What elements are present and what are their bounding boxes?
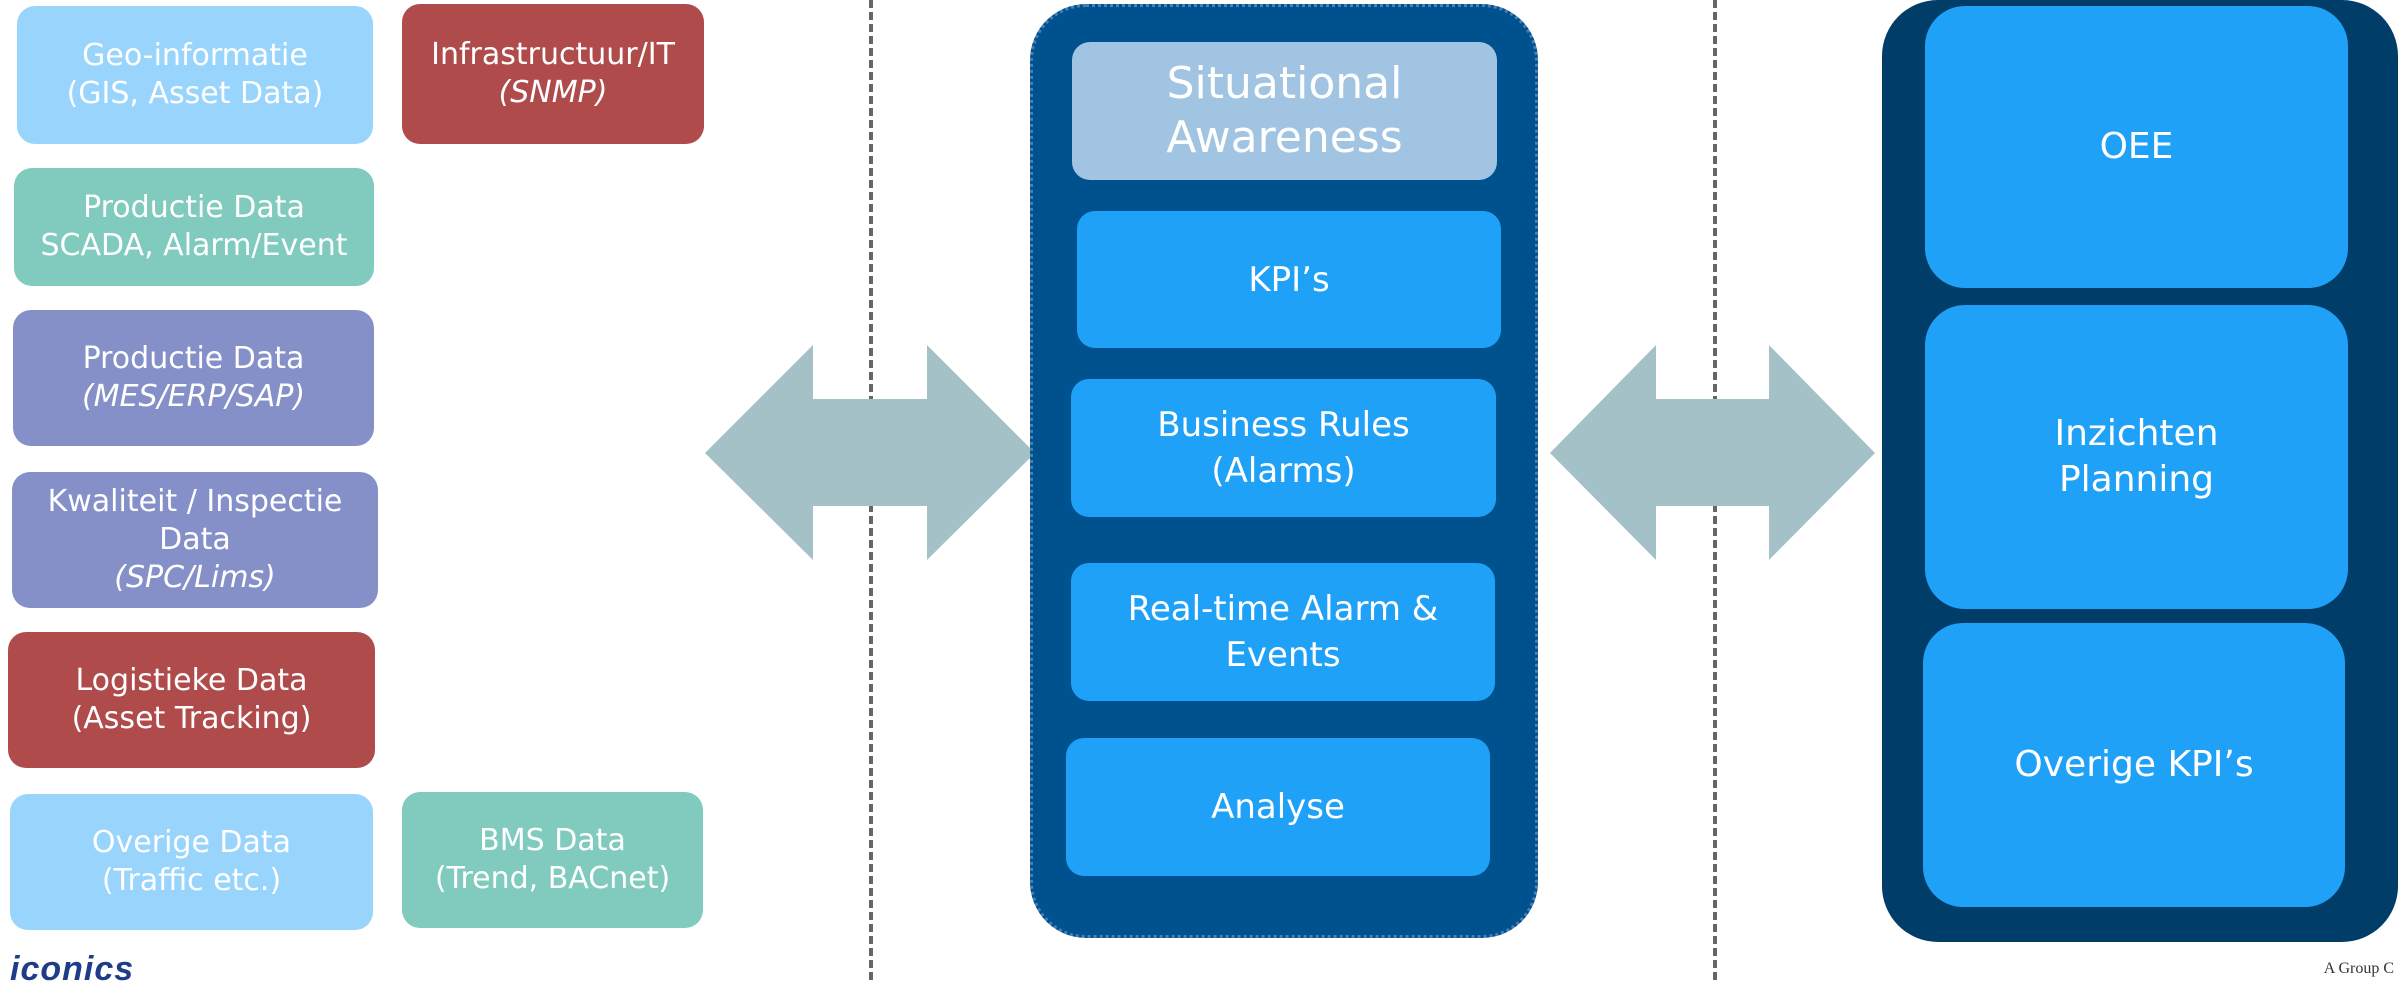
source-kwaliteit-title: Kwaliteit / Inspectie (47, 484, 343, 519)
situational-line1: Situational (1166, 58, 1403, 109)
source-overige-sub: (Traffic etc.) (101, 863, 282, 898)
source-productie-scada-title: Productie Data (83, 190, 305, 225)
source-overige-title: Overige Data (91, 825, 292, 860)
inzichten-line2: Planning (2058, 459, 2215, 500)
business-rules-title: Business Rules (1157, 405, 1410, 445)
source-kwaliteit: Kwaliteit / Inspectie Data (SPC/Lims) (12, 472, 378, 608)
realtime-line2: Events (1225, 635, 1341, 675)
source-logistiek: Logistieke Data (Asset Tracking) (8, 632, 375, 768)
source-infra-sub: (SNMP) (498, 75, 608, 110)
analyse-label: Analyse (1211, 787, 1345, 827)
source-logistiek-title: Logistieke Data (75, 663, 308, 698)
source-overige: Overige Data (Traffic etc.) (10, 794, 373, 930)
source-productie-mes: Productie Data (MES/ERP/SAP) (13, 310, 374, 446)
source-kwaliteit-data: Data (159, 522, 231, 557)
analyse-box: Analyse (1066, 738, 1490, 876)
source-productie-scada: Productie Data SCADA, Alarm/Event (14, 168, 374, 286)
source-geo-title: Geo-informatie (82, 38, 308, 73)
double-arrow-left-icon (705, 345, 1035, 560)
source-productie-mes-sub: (MES/ERP/SAP) (81, 379, 306, 414)
kpis-box: KPI’s (1077, 211, 1501, 348)
realtime-alarm-box: Real-time Alarm & Events (1071, 563, 1495, 701)
source-infra-title: Infrastructuur/IT (431, 37, 675, 72)
source-productie-scada-sub: SCADA, Alarm/Event (40, 228, 348, 263)
source-productie-mes-title: Productie Data (82, 341, 305, 376)
realtime-line1: Real-time Alarm & (1127, 589, 1439, 629)
overige-kpis-label: Overige KPI’s (2014, 744, 2254, 785)
source-geo-informatie: Geo-informatie (GIS, Asset Data) (17, 6, 373, 144)
business-rules-sub: (Alarms) (1211, 451, 1356, 491)
kpis-label: KPI’s (1248, 259, 1330, 300)
inzichten-line1: Inzichten (2054, 413, 2219, 454)
double-arrow-right-icon (1550, 345, 1875, 560)
source-logistiek-sub: (Asset Tracking) (71, 701, 312, 736)
footer-text: A Group C (2323, 960, 2394, 977)
source-bms-sub: (Trend, BACnet) (434, 861, 671, 896)
source-kwaliteit-sub: (SPC/Lims) (114, 560, 276, 595)
inzichten-planning-box: Inzichten Planning (1925, 305, 2348, 609)
situational-awareness-box: Situational Awareness (1072, 42, 1497, 180)
business-rules-box: Business Rules (Alarms) (1071, 379, 1496, 517)
overige-kpis-box: Overige KPI’s (1923, 623, 2345, 907)
source-bms: BMS Data (Trend, BACnet) (402, 792, 703, 928)
source-geo-sub: (GIS, Asset Data) (66, 76, 324, 111)
oee-box: OEE (1925, 6, 2348, 288)
iconics-logo: iconics (10, 950, 135, 988)
oee-label: OEE (2099, 126, 2174, 167)
situational-line2: Awareness (1166, 112, 1403, 163)
source-infrastructuur: Infrastructuur/IT (SNMP) (402, 4, 704, 144)
source-bms-title: BMS Data (479, 823, 626, 858)
